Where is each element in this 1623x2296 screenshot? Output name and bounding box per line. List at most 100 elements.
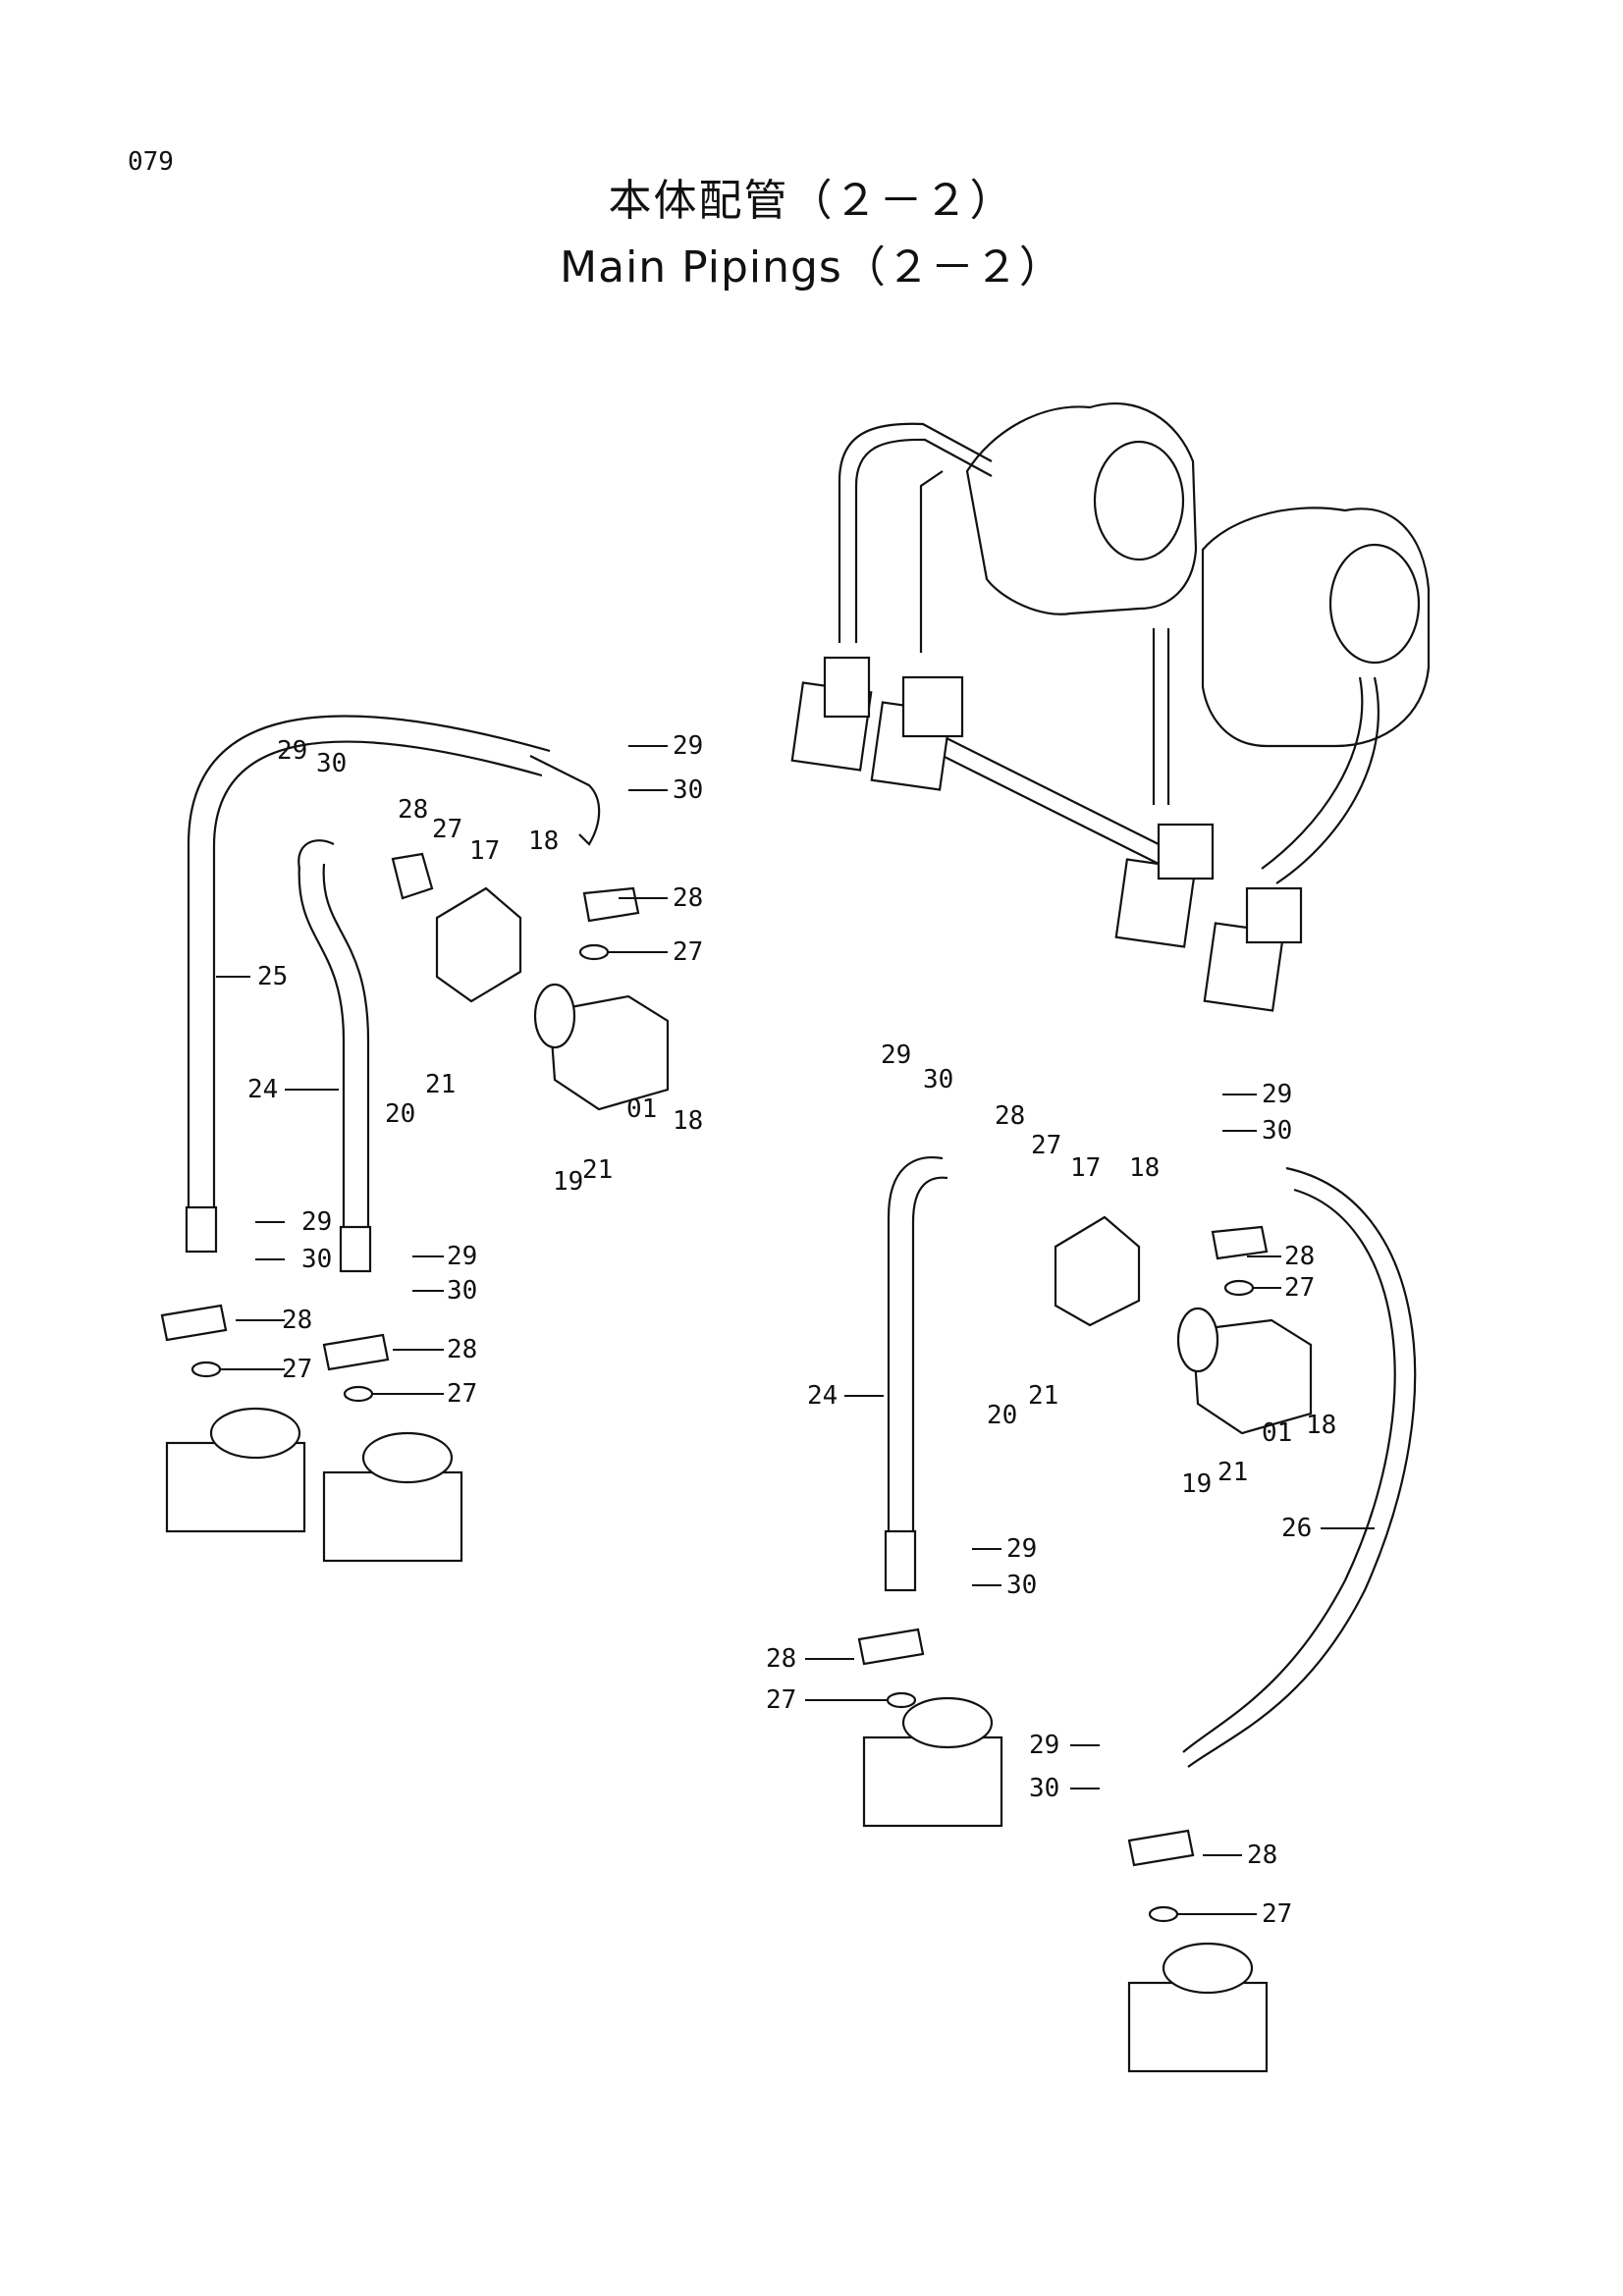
callout-label: 30 — [673, 775, 703, 805]
pump-flange-lower — [1328, 543, 1421, 665]
hose-26 — [1187, 1166, 1417, 1768]
callout-label: 28 — [766, 1644, 796, 1674]
motor-01-right-block — [1191, 1318, 1313, 1435]
bottom-motor-cap-right-1 — [901, 1696, 994, 1749]
o-ring-27-r3 — [886, 1691, 917, 1709]
callout-label: 28 — [1284, 1242, 1315, 1271]
hose-24-elbow — [298, 839, 335, 870]
callout-label: 24 — [247, 1075, 278, 1104]
flange-half-r2 — [857, 1628, 925, 1666]
valve-17-block — [435, 886, 522, 1003]
callout-label: 27 — [447, 1379, 477, 1409]
callout-label: 18 — [1129, 1153, 1160, 1183]
callout-label: 25 — [257, 962, 288, 991]
callout-label: 30 — [1262, 1116, 1292, 1146]
o-ring-27-l4 — [343, 1385, 374, 1403]
callout-label: 29 — [1006, 1534, 1037, 1564]
hose-25-elbow — [529, 755, 601, 846]
callout-label: 17 — [1070, 1153, 1101, 1183]
callout-label: 30 — [447, 1276, 477, 1306]
callout-label: 28 — [447, 1335, 477, 1364]
o-ring-27-r4 — [1148, 1905, 1179, 1923]
callout-label: 29 — [301, 1207, 332, 1237]
callout-label: 28 — [1247, 1841, 1277, 1870]
callout-label: 27 — [766, 1685, 796, 1715]
callout-label: 20 — [987, 1401, 1017, 1430]
callout-label: 30 — [1029, 1774, 1059, 1803]
callout-label: 30 — [923, 1065, 953, 1095]
callout-label: 21 — [582, 1155, 613, 1185]
hose-24-right-inner — [911, 1176, 948, 1590]
hose-25 — [187, 715, 551, 1217]
valve-17-right-block — [1054, 1215, 1141, 1327]
callout-label: 29 — [1029, 1731, 1059, 1760]
pump-flange-upper — [1093, 440, 1185, 561]
page-title-english: Main Pipings（２－２） — [560, 242, 1063, 293]
callout-label: 19 — [553, 1167, 583, 1197]
callout-label: 28 — [282, 1306, 312, 1335]
hose-24-inner — [322, 863, 370, 1227]
hose-24-right — [887, 1156, 944, 1590]
callout-label: 19 — [1181, 1469, 1212, 1499]
motor-01-right-cap — [1176, 1307, 1219, 1373]
hose-24-right-fitting — [884, 1529, 917, 1592]
callout-label: 21 — [1217, 1458, 1248, 1487]
flange-half-right — [582, 886, 640, 923]
callout-label: 27 — [1262, 1899, 1292, 1929]
callout-label: 27 — [432, 815, 462, 844]
callout-labels: 29 30 28 27 17 18 29 30 28 27 25 24 20 2… — [247, 731, 1336, 1929]
callout-label: 29 — [447, 1242, 477, 1271]
flange-half-l1 — [160, 1304, 228, 1342]
callout-label: 01 — [1262, 1418, 1292, 1448]
callout-label: 27 — [282, 1355, 312, 1384]
callout-label: 17 — [469, 836, 500, 866]
bottom-motor-right-1 — [862, 1735, 1003, 1828]
callout-label: 28 — [673, 883, 703, 913]
callout-label: 20 — [385, 1099, 415, 1129]
overview-hose-1b — [854, 438, 993, 643]
callout-label: 28 — [995, 1101, 1025, 1131]
hose-24 — [298, 863, 346, 1227]
callout-label: 26 — [1281, 1514, 1312, 1543]
o-ring-27-r2 — [1223, 1279, 1255, 1297]
bottom-motor-right-2 — [1127, 1981, 1269, 2073]
callout-label: 24 — [807, 1381, 838, 1411]
callout-label: 29 — [881, 1041, 911, 1070]
overview-valve-3 — [1157, 823, 1215, 881]
callout-label: 21 — [425, 1070, 456, 1099]
bottom-motor-left-2 — [322, 1470, 463, 1563]
page-title-japanese: 本体配管（２－２） — [608, 176, 1015, 226]
callout-label: 30 — [1006, 1571, 1037, 1600]
callout-label: 18 — [673, 1106, 703, 1136]
callout-label: 30 — [301, 1245, 332, 1274]
motor-01-block — [548, 994, 670, 1111]
overview-hose-3 — [1275, 676, 1380, 884]
flange-half-l2 — [322, 1333, 390, 1371]
hose-25-inner — [212, 740, 543, 1217]
flange-half-r3 — [1127, 1829, 1195, 1867]
callout-label: 30 — [316, 749, 347, 778]
right-assembly-illustration — [857, 1156, 1417, 2073]
bottom-motor-left-1 — [165, 1441, 306, 1533]
callout-label: 01 — [626, 1095, 657, 1124]
hose-26-inner — [1182, 1188, 1396, 1753]
leader-lines — [216, 745, 1375, 1915]
overview-valve-2 — [901, 675, 964, 738]
hose-25-fitting — [185, 1205, 218, 1254]
overview-assembly-illustration — [790, 402, 1431, 1012]
o-ring-27-l3 — [190, 1361, 222, 1378]
bottom-motor-cap-left-1 — [209, 1407, 301, 1460]
callout-label: 29 — [277, 736, 307, 766]
overview-hose-2 — [919, 470, 944, 653]
motor-01-cap — [533, 983, 576, 1049]
callout-label: 28 — [398, 795, 428, 825]
bottom-motor-cap-left-2 — [361, 1431, 454, 1484]
left-assembly-illustration — [160, 715, 670, 1563]
overview-hose-1 — [838, 422, 993, 643]
overview-hose-3b — [1261, 676, 1364, 870]
callout-label: 27 — [1284, 1273, 1315, 1303]
callout-label: 18 — [1306, 1411, 1336, 1440]
flange-half-upper — [391, 852, 434, 900]
hose-24-fitting — [339, 1225, 372, 1273]
